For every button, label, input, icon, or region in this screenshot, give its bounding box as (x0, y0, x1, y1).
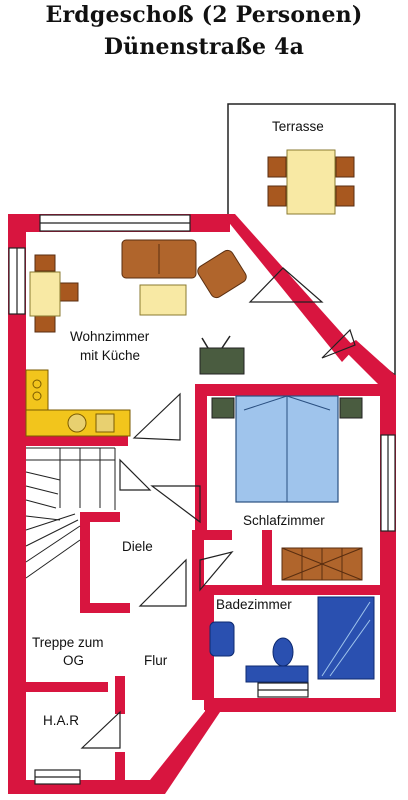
wall-bed-left (195, 384, 207, 534)
wall-bottom-right (205, 698, 396, 712)
terrace-chair-2 (267, 185, 287, 207)
wall-bottom-left (8, 780, 158, 794)
plan-title: Erdgeschoß (2 Personen) (45, 2, 363, 28)
wall-hall-right-stub (192, 530, 232, 540)
dining-chair-bottom (34, 315, 56, 333)
shower (317, 596, 375, 680)
wall-diagonal-upper (222, 214, 355, 362)
bathroom-fixtures (209, 596, 375, 683)
bedroom-furniture (211, 395, 363, 581)
washbasin (209, 621, 235, 657)
toilet-tank (245, 665, 309, 683)
wall-bath-left (204, 585, 214, 710)
terrace-furniture (267, 149, 355, 215)
toilet (272, 637, 294, 667)
label-bathroom: Badezimmer (216, 597, 292, 612)
coffee-table (139, 284, 187, 316)
door-hall-bottom (138, 558, 187, 607)
label-terrace: Terrasse (272, 119, 324, 134)
door-stairs (119, 458, 152, 491)
wall-hall-top (80, 512, 120, 522)
terrace-table (286, 149, 336, 215)
door-terrace (248, 267, 324, 303)
wall-left (8, 214, 26, 790)
stove (95, 413, 115, 433)
doors (80, 267, 356, 749)
wall-hall-left (80, 512, 90, 612)
wall-bottom-diagonal (150, 705, 220, 794)
door-bedroom (150, 485, 201, 524)
terrace-chair-4 (335, 185, 355, 207)
nightstand-right (339, 397, 363, 419)
label-living-2: mit Küche (80, 348, 140, 363)
wall-right (380, 375, 396, 705)
dining-table (29, 271, 61, 317)
door-terrace-2 (321, 328, 356, 359)
living-furniture (29, 239, 247, 375)
label-stairs-1: Treppe zum (32, 635, 104, 650)
tv-unit (199, 347, 245, 375)
wall-kitchen-bottom (8, 436, 128, 446)
label-hall: Diele (122, 539, 153, 554)
wall-hall-bottom (80, 603, 130, 613)
wall-bed-top (195, 384, 382, 396)
wall-har-right-lower (115, 752, 125, 790)
wall-har-top (8, 682, 108, 692)
sink (67, 413, 87, 433)
dining-chair-top (34, 254, 56, 272)
door-bath (199, 550, 234, 592)
nightstand-left (211, 397, 235, 419)
wall-hall-right (192, 530, 204, 700)
dining-chair-right (59, 282, 79, 302)
label-bedroom: Schlafzimmer (243, 513, 325, 528)
label-living-1: Wohnzimmer (70, 329, 150, 344)
staircase (25, 447, 116, 579)
wall-har-right (115, 676, 125, 714)
door-kitchen (132, 392, 181, 441)
label-utility: H.A.R (43, 713, 79, 728)
windows (8, 214, 396, 785)
label-corridor: Flur (144, 653, 168, 668)
kitchen (25, 369, 131, 437)
terrace-chair-3 (335, 156, 355, 178)
armchair (197, 249, 247, 299)
terrace-chair-1 (267, 156, 287, 178)
door-har (80, 710, 121, 749)
wall-bath-top (204, 585, 382, 595)
plan-subtitle: Dünenstraße 4a (103, 34, 305, 60)
label-stairs-2: OG (63, 653, 84, 668)
wall-bath-left-top (262, 530, 272, 590)
